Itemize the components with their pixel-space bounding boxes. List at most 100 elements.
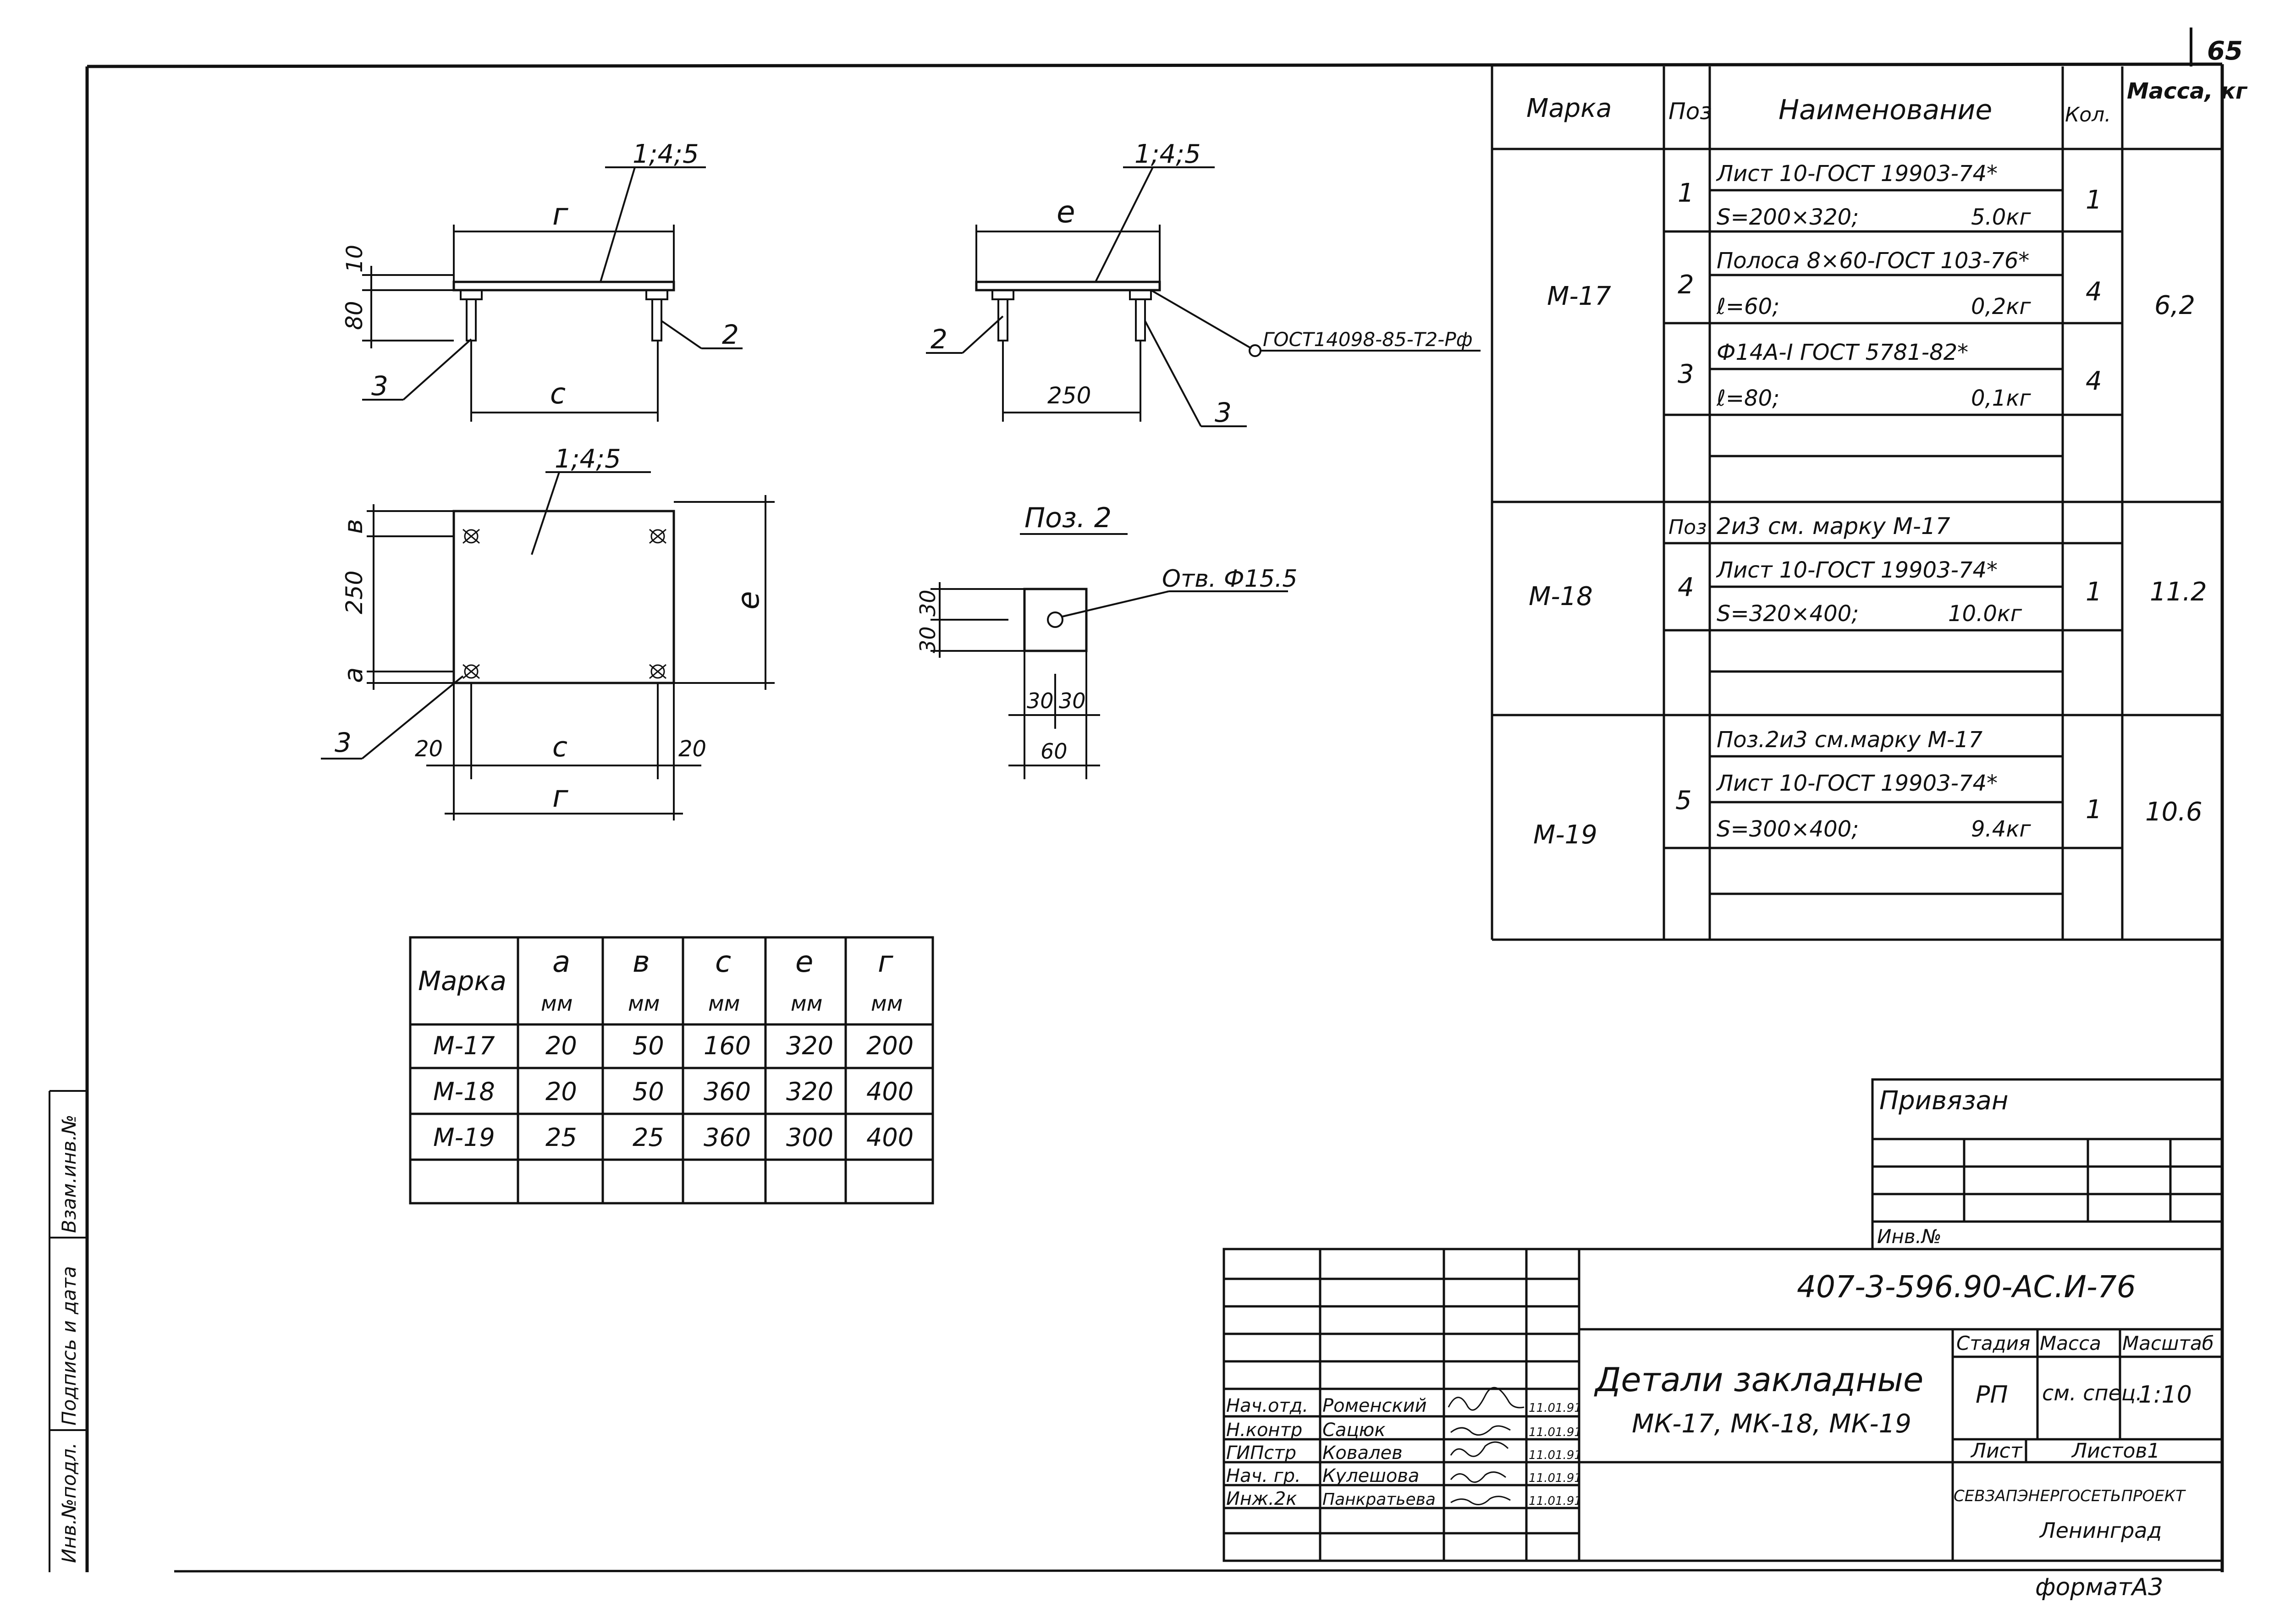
pos2-detail [931,533,1288,779]
signer-3-name: Ковалев [1322,1442,1403,1464]
spec-m17-item1-mass: 5.0кг [1971,204,2031,230]
signer-3-date: 11.01.91 [1529,1448,1582,1462]
dim-row-3-g: 400 [866,1123,914,1152]
title-code: 407-3-596.90-АС.И-76 [1797,1269,2136,1305]
dim-row-1-c: 160 [704,1031,751,1060]
left-view-bottom-dim: c [550,377,566,410]
spec-m17-qty2: 4 [2086,277,2102,307]
signer-4-date: 11.01.91 [1529,1471,1582,1485]
dim-row-2-e: 320 [786,1077,833,1106]
dim-row-1-mark: М-17 [433,1031,495,1060]
dim-row-3-b: 25 [633,1123,664,1152]
dim-table-header-mark: Марка [418,965,507,996]
dim-row-1-b: 50 [633,1031,664,1060]
spec-m19-item5-line2: S=300×400; [1717,816,1859,842]
spec-m18-item4-line1: Лист 10-ГОСТ 19903-74* [1716,557,1998,583]
spec-header-qty: Кол. [2065,103,2111,127]
title-mass-label: Масса [2040,1332,2101,1354]
signer-2-date: 11.01.91 [1529,1426,1582,1439]
spec-header-pos: Поз [1668,98,1712,125]
plan-dim-e: е [731,591,766,610]
dim-table-header-b: в [633,945,650,979]
title-mass: см. спец. [2042,1381,2142,1405]
dim-table-header-g: г [878,945,893,979]
section-view-right [926,166,1481,427]
spec-m19-item5-line1: Лист 10-ГОСТ 19903-74* [1716,771,1998,796]
spec-m18-qty4: 1 [2086,577,2102,607]
title-org: СЕВЗАПЭНЕРГОСЕТЬПРОЕКТ [1954,1487,2186,1505]
binding-title: Привязан [1879,1086,2008,1116]
dim-table-header-c: с [715,945,731,979]
spec-m17-item2-line2: ℓ=60; [1716,294,1779,319]
spec-m17-item2-line1: Полоса 8×60-ГОСТ 103-76* [1717,248,2029,274]
signer-3-role: ГИПстр [1226,1442,1296,1464]
spec-header-mass: Масса, кг [2127,78,2248,104]
dim-row-2-b: 50 [633,1077,664,1106]
plan-dim-b: в [339,519,369,534]
left-view-pos-2: 2 [722,319,739,350]
dim-row-1-e: 320 [786,1031,833,1060]
signer-4-role: Нач. гр. [1226,1465,1301,1486]
margin-inv-replace: Взам.инв.№ [58,1115,80,1233]
right-view-leader-mark: 1;4;5 [1134,139,1201,169]
left-view-width-dim: г [552,197,568,232]
spec-m17-item2-mass: 0,2кг [1971,294,2031,319]
right-view-pos-2: 2 [931,324,947,355]
weld-note: ГОСТ14098-85-Т2-Рф [1263,328,1473,351]
spec-m18-item4-mass: 10.0кг [1948,601,2022,627]
spec-m19-mass: 10.6 [2145,797,2202,827]
signer-2-name: Сацюк [1322,1420,1386,1441]
left-view-pos-3: 3 [371,370,388,402]
dim-table: Марка а мм в мм с мм е мм г мм М-17 20 5… [409,936,934,1205]
dim-table-header-a: а [552,945,570,979]
signer-1-date: 11.01.91 [1529,1401,1582,1415]
signer-5-name: Панкратьева [1322,1490,1436,1509]
plan-dim-250: 250 [341,571,368,614]
section-view-left [362,166,743,422]
right-view-width-dim: е [1057,194,1075,230]
spec-m18-mark: М-18 [1529,582,1593,611]
spec-m18-pos4: 4 [1678,573,1694,602]
spec-m17-mass: 6,2 [2154,291,2195,320]
right-view-pos-3: 3 [1215,397,1232,428]
title-stage-label: Стадия [1956,1332,2030,1354]
signer-4-name: Кулешова [1322,1465,1419,1486]
dim-row-2-c: 360 [704,1077,751,1106]
sheet-format: форматА3 [2035,1574,2163,1601]
page-number: 65 [2207,36,2243,66]
dim-table-unit-g: мм [871,991,903,1016]
dim-row-2-mark: М-18 [433,1077,495,1106]
plan-dim-20-left: 20 [415,736,443,762]
spec-m19-qty5: 1 [2086,795,2102,825]
margin-inv-orig: Инв.№подл. [58,1442,80,1563]
spec-m19-mark: М-19 [1533,820,1597,850]
plan-dim-c: c [552,731,567,763]
signer-5-role: Инж.2к [1226,1488,1297,1509]
binding-inv-label: Инв.№ [1877,1225,1942,1248]
dim-table-unit-a: мм [541,991,573,1016]
margin-stamp: Инв.№подл. Подпись и дата Взам.инв.№ [49,1090,87,1572]
signatures [1448,1387,1525,1505]
plan-pos-3: 3 [335,727,352,758]
spec-m17-qty1: 1 [2086,185,2102,215]
pos2-dim-30-top: 30 [915,589,940,617]
right-view-bottom-dim: 250 [1047,382,1091,409]
signer-1-name: Роменский [1322,1395,1427,1416]
dim-row-1-g: 200 [866,1031,914,1060]
spec-m17-item3-mass: 0,1кг [1971,385,2031,411]
dim-table-unit-b: мм [628,991,660,1016]
signer-1-role: Нач.отд. [1226,1395,1308,1416]
spec-m19-item5-mass: 9.4кг [1971,816,2031,842]
left-view-dim-10: 10 [342,245,368,273]
title-name: Детали закладные [1594,1360,1923,1399]
signer-2-role: Н.контр [1226,1420,1302,1441]
dim-row-3-e: 300 [786,1123,833,1152]
title-scale: 1:10 [2138,1381,2192,1409]
spec-header-name: Наименование [1778,94,1992,126]
spec-m19-pos5: 5 [1675,786,1692,815]
title-sheets-label: Листов1 [2071,1439,2160,1463]
title-scale-label: Масштаб [2122,1332,2214,1354]
spec-m17-item3-line1: Ф14А-I ГОСТ 5781-82* [1717,340,1968,365]
title-stage: РП [1976,1381,2008,1409]
title-subname: МК-17, МК-18, МК-19 [1632,1409,1911,1439]
